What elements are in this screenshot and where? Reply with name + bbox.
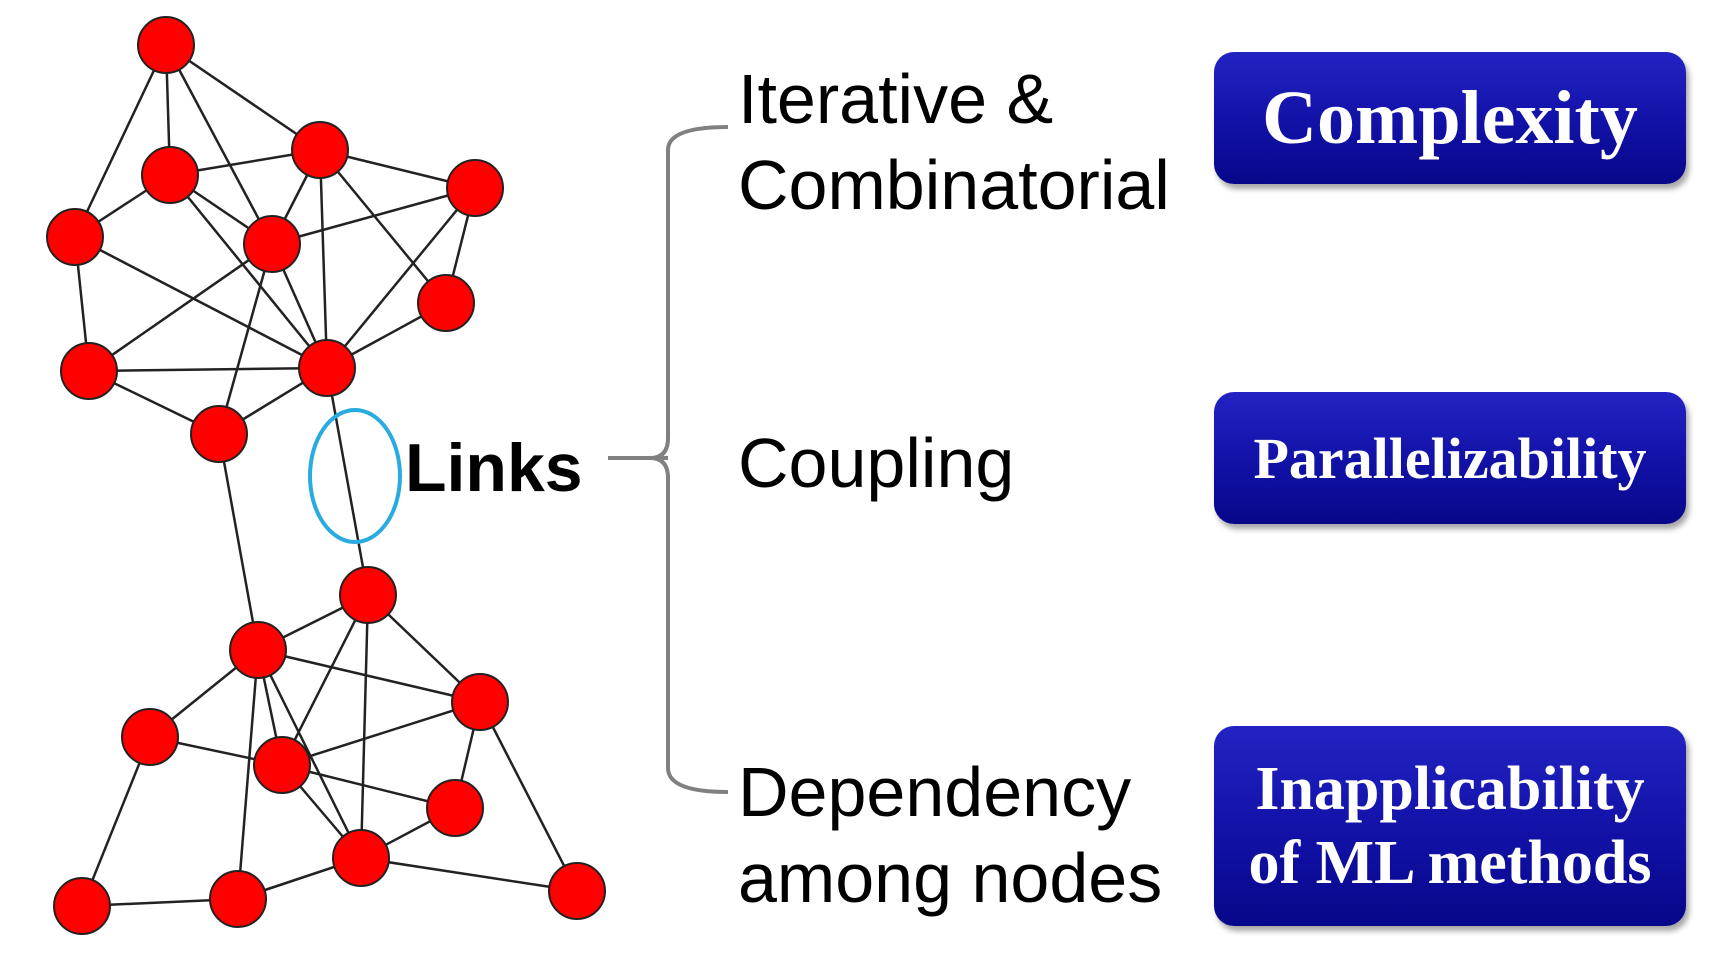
dependency-label: Dependency among nodes — [738, 749, 1162, 921]
graph-edge — [88, 242, 273, 373]
graph-node — [229, 621, 287, 679]
graph-node — [53, 877, 111, 935]
iterative-combinatorial-label: Iterative & Combinatorial — [738, 56, 1170, 228]
graph-edge — [281, 700, 481, 767]
graph-edge — [164, 44, 274, 245]
graph-edge — [74, 235, 328, 370]
graph-node — [451, 673, 509, 731]
coupling-label: Coupling — [738, 428, 1014, 498]
graph-edge — [478, 701, 579, 892]
links-label: Links — [405, 430, 583, 506]
graph-node — [190, 405, 248, 463]
highlight-ellipse — [308, 408, 402, 544]
graph-node — [209, 870, 267, 928]
graph-edge — [281, 763, 456, 810]
graph-edge — [280, 594, 370, 766]
graph-node — [426, 779, 484, 837]
item-line: Iterative & — [738, 60, 1054, 138]
graph-nodes — [46, 16, 606, 935]
item-line: Dependency — [738, 753, 1132, 831]
graph-edge — [80, 736, 152, 907]
complexity-box: Complexity — [1214, 52, 1686, 184]
graph-edge — [325, 367, 370, 596]
graph-edge — [217, 243, 274, 435]
graph-edge — [73, 44, 168, 238]
graph-edge — [359, 594, 370, 859]
graph-node — [46, 208, 104, 266]
item-line: Combinatorial — [738, 146, 1170, 224]
graph-node — [446, 159, 504, 217]
box-line: Inapplicability — [1255, 755, 1645, 823]
graph-node — [137, 16, 195, 74]
graph-node — [141, 146, 199, 204]
graph-edge — [326, 187, 476, 369]
graph-node — [548, 862, 606, 920]
graph-edge — [318, 149, 329, 369]
graph-node — [332, 829, 390, 887]
graph-node — [253, 736, 311, 794]
item-line: among nodes — [738, 839, 1163, 917]
inapplicability-box: Inapplicability of ML methods — [1214, 726, 1686, 926]
graph-edge — [360, 856, 578, 893]
curly-bracket — [649, 125, 729, 794]
graph-edge — [257, 648, 481, 704]
graph-edge — [319, 149, 447, 304]
graph-edge — [88, 366, 328, 373]
graph-edge — [256, 649, 363, 859]
graph-edge — [271, 186, 476, 246]
graph-node — [298, 339, 356, 397]
graph-node — [417, 274, 475, 332]
box-line: Parallelizability — [1253, 425, 1647, 491]
box-line: of ML methods — [1248, 829, 1652, 897]
graph-edge — [169, 174, 328, 369]
graph-edge — [165, 43, 321, 152]
graph-node — [121, 708, 179, 766]
item-line: Coupling — [738, 424, 1015, 502]
graph-node — [60, 342, 118, 400]
graph-node — [243, 215, 301, 273]
graph-node — [291, 121, 349, 179]
graph-node — [339, 566, 397, 624]
graph-edge — [236, 649, 260, 900]
parallelizability-box: Parallelizability — [1214, 392, 1686, 524]
graph-edge — [217, 433, 260, 651]
box-line: Complexity — [1262, 75, 1638, 160]
